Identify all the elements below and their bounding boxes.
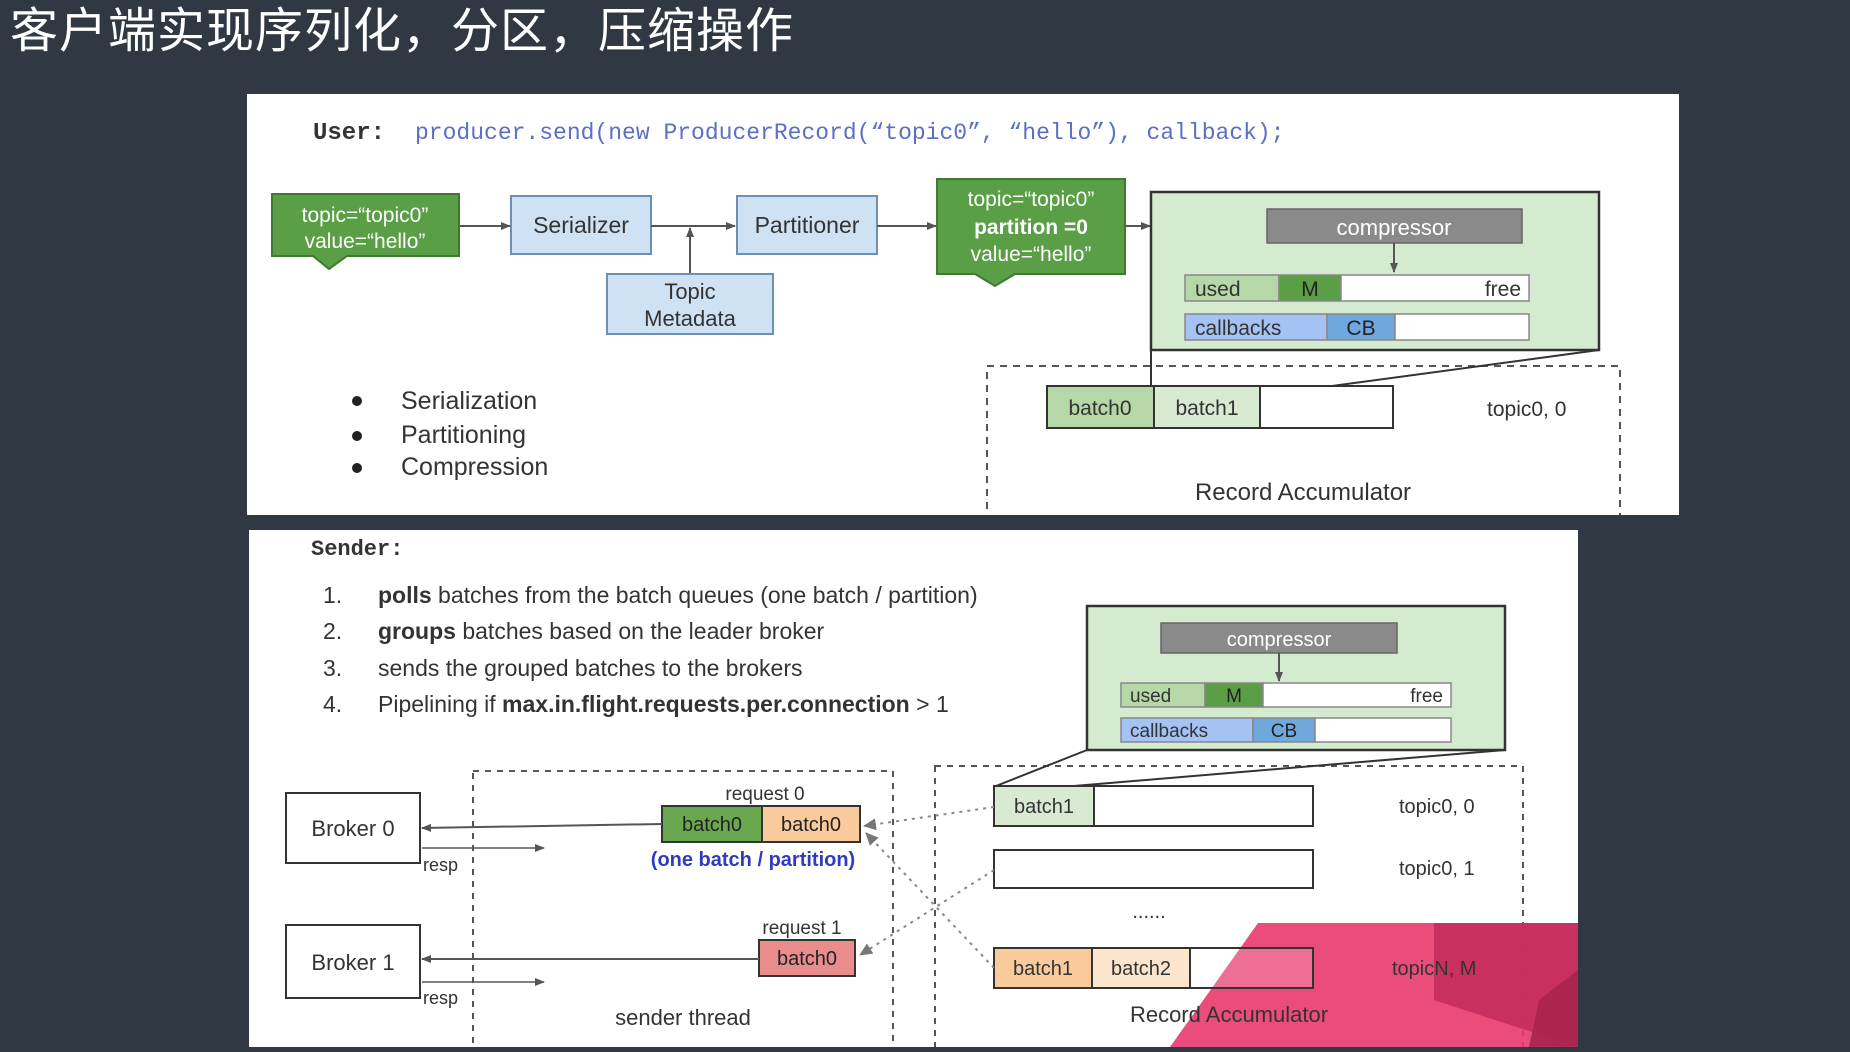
sender-thread-label: sender thread xyxy=(615,1005,751,1030)
decorative-corner-shape xyxy=(1170,923,1578,1047)
record-output-line3: value=“hello” xyxy=(971,243,1092,266)
request-0-batches: batch0 batch0 xyxy=(661,805,861,843)
broker-1-label: Broker 1 xyxy=(311,950,394,975)
batch-queue-topic0-0: batch0 batch1 topic0, 0 xyxy=(1046,385,1566,429)
bullet-item: Compression xyxy=(401,453,548,481)
step-item: polls batches from the batch queues (one… xyxy=(378,582,978,608)
sender-code-label: Sender: xyxy=(311,537,403,562)
sender-diagram: Sender: 1. polls batches from the batch … xyxy=(285,537,1578,1047)
sender-steps-list: 1. polls batches from the batch queues (… xyxy=(323,582,978,717)
used-label: used xyxy=(1195,278,1241,301)
queue-label: topicN, M xyxy=(1392,958,1476,980)
step-number: 4. xyxy=(323,691,342,717)
record-accumulator-label: Record Accumulator xyxy=(1195,479,1411,506)
step-item: Pipelining if max.in.flight.requests.per… xyxy=(378,691,949,717)
cb-label: CB xyxy=(1271,721,1297,742)
bullet-item: Serialization xyxy=(401,387,537,415)
batch0-label: batch0 xyxy=(1068,397,1131,420)
sender-diagram-panel: Sender: 1. polls batches from the batch … xyxy=(249,530,1578,1047)
step-number: 1. xyxy=(323,582,342,608)
used-label: used xyxy=(1130,686,1171,707)
record-accumulator-label: Record Accumulator xyxy=(1130,1002,1328,1027)
partitioner-box: Partitioner xyxy=(736,195,878,255)
request-0-label: request 0 xyxy=(725,784,804,805)
step-number: 2. xyxy=(323,618,342,644)
free-label: free xyxy=(1410,686,1443,707)
batch1-label: batch1 xyxy=(1013,958,1073,980)
step-number: 3. xyxy=(323,655,342,681)
batch1-label: batch1 xyxy=(1014,796,1074,818)
request-1-batch: batch0 xyxy=(758,939,856,977)
broker-0-label: Broker 0 xyxy=(311,816,394,841)
batch1-label: batch1 xyxy=(1175,397,1238,420)
topic-metadata-line1: Topic xyxy=(664,279,715,304)
batch0-label: batch0 xyxy=(777,948,837,970)
step-item: sends the grouped batches to the brokers xyxy=(378,655,803,681)
producer-diagram-panel: User: producer.send(new ProducerRecord(“… xyxy=(247,94,1679,515)
m-label: M xyxy=(1226,686,1242,707)
batch0-label: batch0 xyxy=(781,814,841,836)
topic-metadata-box: Topic Metadata xyxy=(606,273,774,335)
batch-queue-topic0-1: topic0, 1 xyxy=(993,849,1475,889)
partitioner-label: Partitioner xyxy=(755,212,860,238)
producer-diagram: User: producer.send(new ProducerRecord(“… xyxy=(271,120,1621,515)
sender-thread-frame xyxy=(472,770,894,1047)
record-output-line2: partition =0 xyxy=(974,216,1088,239)
code-line: producer.send(new ProducerRecord(“topic0… xyxy=(415,120,1285,146)
callbacks-label: callbacks xyxy=(1130,721,1208,742)
cb-label: CB xyxy=(1346,317,1375,340)
batch-queue-topicN-M: batch1 batch2 topicN, M xyxy=(993,947,1476,989)
callbacks-label: callbacks xyxy=(1195,317,1281,340)
compressor-label: compressor xyxy=(1227,629,1332,651)
compressor-label: compressor xyxy=(1337,215,1452,240)
record-output-box: topic=“topic0” partition =0 value=“hello… xyxy=(936,178,1126,288)
queue-label: topic0, 1 xyxy=(1399,858,1475,880)
record-output-line1: topic=“topic0” xyxy=(968,188,1095,211)
broker-0-box: Broker 0 xyxy=(285,792,421,864)
batch2-label: batch2 xyxy=(1111,958,1171,980)
one-batch-note: (one batch / partition) xyxy=(651,849,855,871)
request-1-label: request 1 xyxy=(762,918,841,939)
step-item: groups batches based on the leader broke… xyxy=(378,618,825,644)
resp-label: resp xyxy=(423,855,458,875)
ellipsis-label: ...... xyxy=(1132,901,1165,923)
record-input-line2: value=“hello” xyxy=(305,230,426,253)
free-label: free xyxy=(1485,278,1521,301)
batch-queue-topic0-0: batch1 topic0, 0 xyxy=(993,785,1475,827)
record-accumulator-frame xyxy=(986,365,1621,515)
serializer-box: Serializer xyxy=(510,195,652,255)
serializer-label: Serializer xyxy=(533,212,629,238)
record-accumulator-frame xyxy=(934,765,1524,1047)
resp-label: resp xyxy=(423,988,458,1008)
batch-detail-panel: compressor used M free callbacks CB xyxy=(1085,604,1507,752)
batch-detail-panel: compressor used M free callbacks CB xyxy=(1149,190,1601,352)
topic-metadata-line2: Metadata xyxy=(644,306,736,331)
broker-1-box: Broker 1 xyxy=(285,924,421,999)
bullet-item: Partitioning xyxy=(401,421,526,449)
record-input-line1: topic=“topic0” xyxy=(302,204,429,227)
feature-bullet-list: Serialization Partitioning Compression xyxy=(352,387,548,481)
record-input-box: topic=“topic0” value=“hello” xyxy=(271,193,460,271)
batch0-label: batch0 xyxy=(682,814,742,836)
m-label: M xyxy=(1301,278,1319,301)
queue-label: topic0, 0 xyxy=(1399,796,1475,818)
queue-label: topic0, 0 xyxy=(1487,398,1566,421)
code-label: User: xyxy=(313,120,385,147)
page-title: 客户端实现序列化，分区，压缩操作 xyxy=(10,3,795,59)
